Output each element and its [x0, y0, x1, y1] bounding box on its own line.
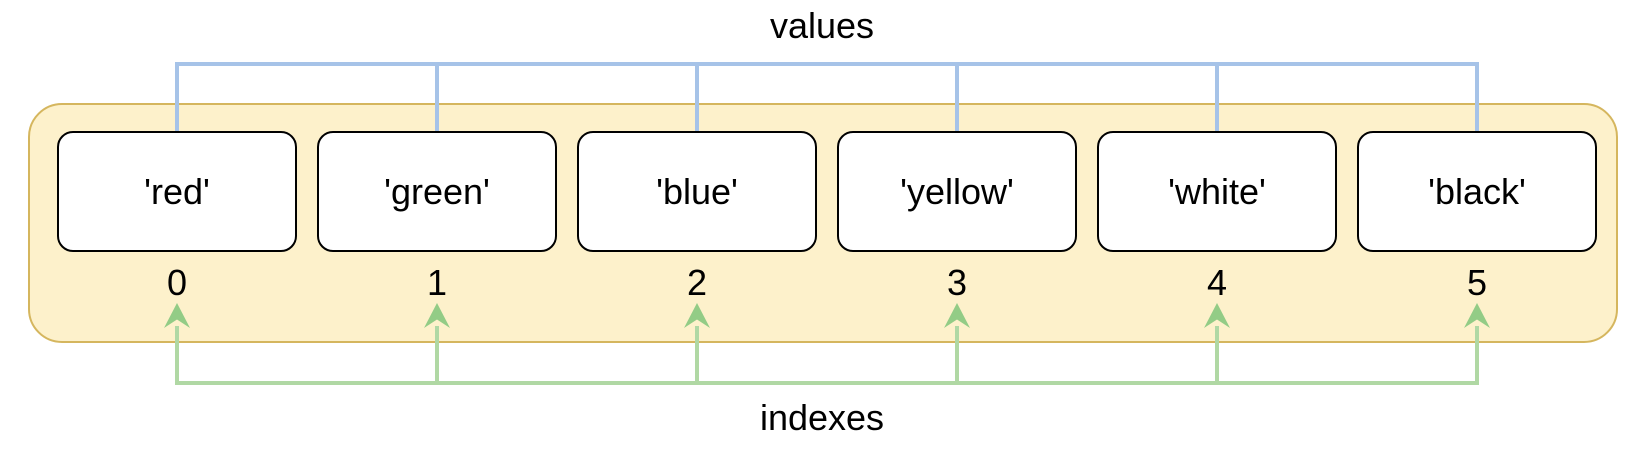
index-arrow-line [695, 326, 699, 385]
index-arrow-line [1475, 326, 1479, 385]
value-text: 'blue' [656, 170, 738, 212]
value-box: 'black' [1357, 131, 1597, 252]
value-box: 'white' [1097, 131, 1337, 252]
value-box: 'red' [57, 131, 297, 252]
value-box: 'green' [317, 131, 557, 252]
value-arrow-line [1475, 62, 1479, 144]
values-label: values [769, 5, 875, 46]
index-label: 0 [166, 262, 188, 303]
value-text: 'black' [1428, 170, 1526, 212]
value-arrow-line [1215, 62, 1219, 144]
index-label: 4 [1206, 262, 1228, 303]
index-label: 2 [686, 262, 708, 303]
indexes-label: indexes [759, 397, 885, 438]
list-cell: 'white' 4 [1097, 0, 1337, 454]
list-cell: 'red' 0 [57, 0, 297, 454]
index-arrow-line [175, 326, 179, 385]
indexes-bracket-line [175, 381, 1479, 385]
arrow-up-icon [164, 303, 190, 328]
value-arrow-line [695, 62, 699, 144]
index-label: 1 [426, 262, 448, 303]
index-label: 5 [1466, 262, 1488, 303]
index-arrow-line [1215, 326, 1219, 385]
value-text: 'red' [144, 170, 210, 212]
arrow-up-icon [944, 303, 970, 328]
index-arrow-line [435, 326, 439, 385]
values-bracket-line [175, 62, 1479, 66]
arrow-up-icon [424, 303, 450, 328]
list-cell: 'yellow' 3 [837, 0, 1077, 454]
value-text: 'white' [1168, 170, 1266, 212]
value-box: 'yellow' [837, 131, 1077, 252]
value-text: 'yellow' [900, 170, 1014, 212]
arrow-up-icon [1204, 303, 1230, 328]
value-arrow-line [175, 62, 179, 144]
value-arrow-line [955, 62, 959, 144]
list-cell: 'blue' 2 [577, 0, 817, 454]
list-cell: 'green' 1 [317, 0, 557, 454]
arrow-up-icon [1464, 303, 1490, 328]
index-label: 3 [946, 262, 968, 303]
arrow-up-icon [684, 303, 710, 328]
index-arrow-line [955, 326, 959, 385]
value-text: 'green' [384, 170, 490, 212]
value-box: 'blue' [577, 131, 817, 252]
value-arrow-line [435, 62, 439, 144]
list-cell: 'black' 5 [1357, 0, 1597, 454]
